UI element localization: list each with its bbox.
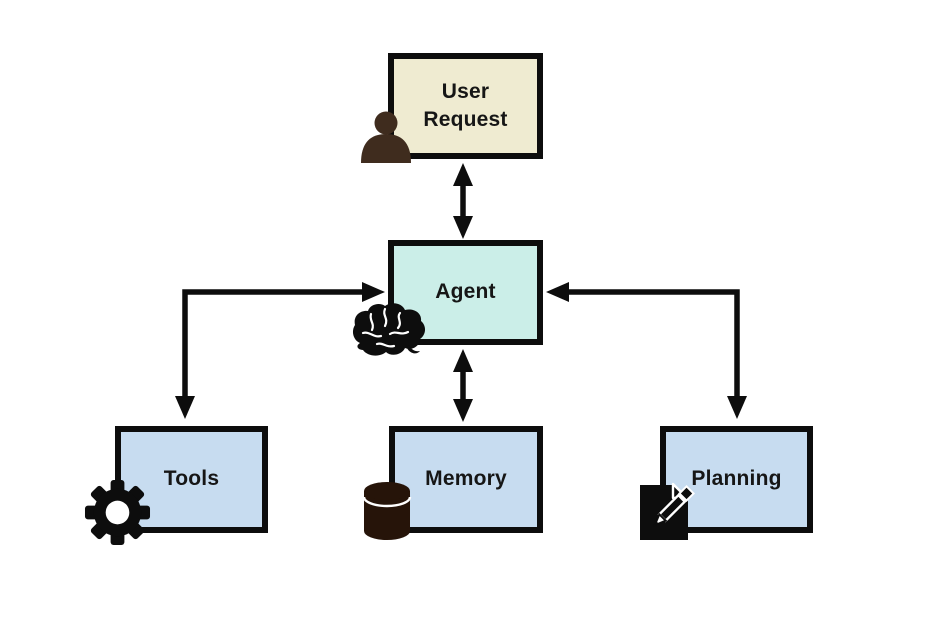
edge-planning-agent (546, 282, 747, 419)
node-agent: Agent (388, 240, 543, 345)
edge-user-request-agent (453, 163, 473, 239)
edge-tools-agent (175, 282, 385, 419)
planning-label: Planning (691, 467, 782, 491)
memory-label: Memory (425, 467, 507, 491)
agent-label: Agent (435, 280, 496, 304)
user-request-label: User Request (423, 79, 508, 131)
node-user-request: User Request (388, 53, 543, 159)
node-memory: Memory (389, 426, 543, 533)
tools-label: Tools (163, 467, 220, 491)
edge-agent-memory (453, 349, 473, 422)
node-tools: Tools (115, 426, 268, 533)
node-planning: Planning (660, 426, 813, 533)
